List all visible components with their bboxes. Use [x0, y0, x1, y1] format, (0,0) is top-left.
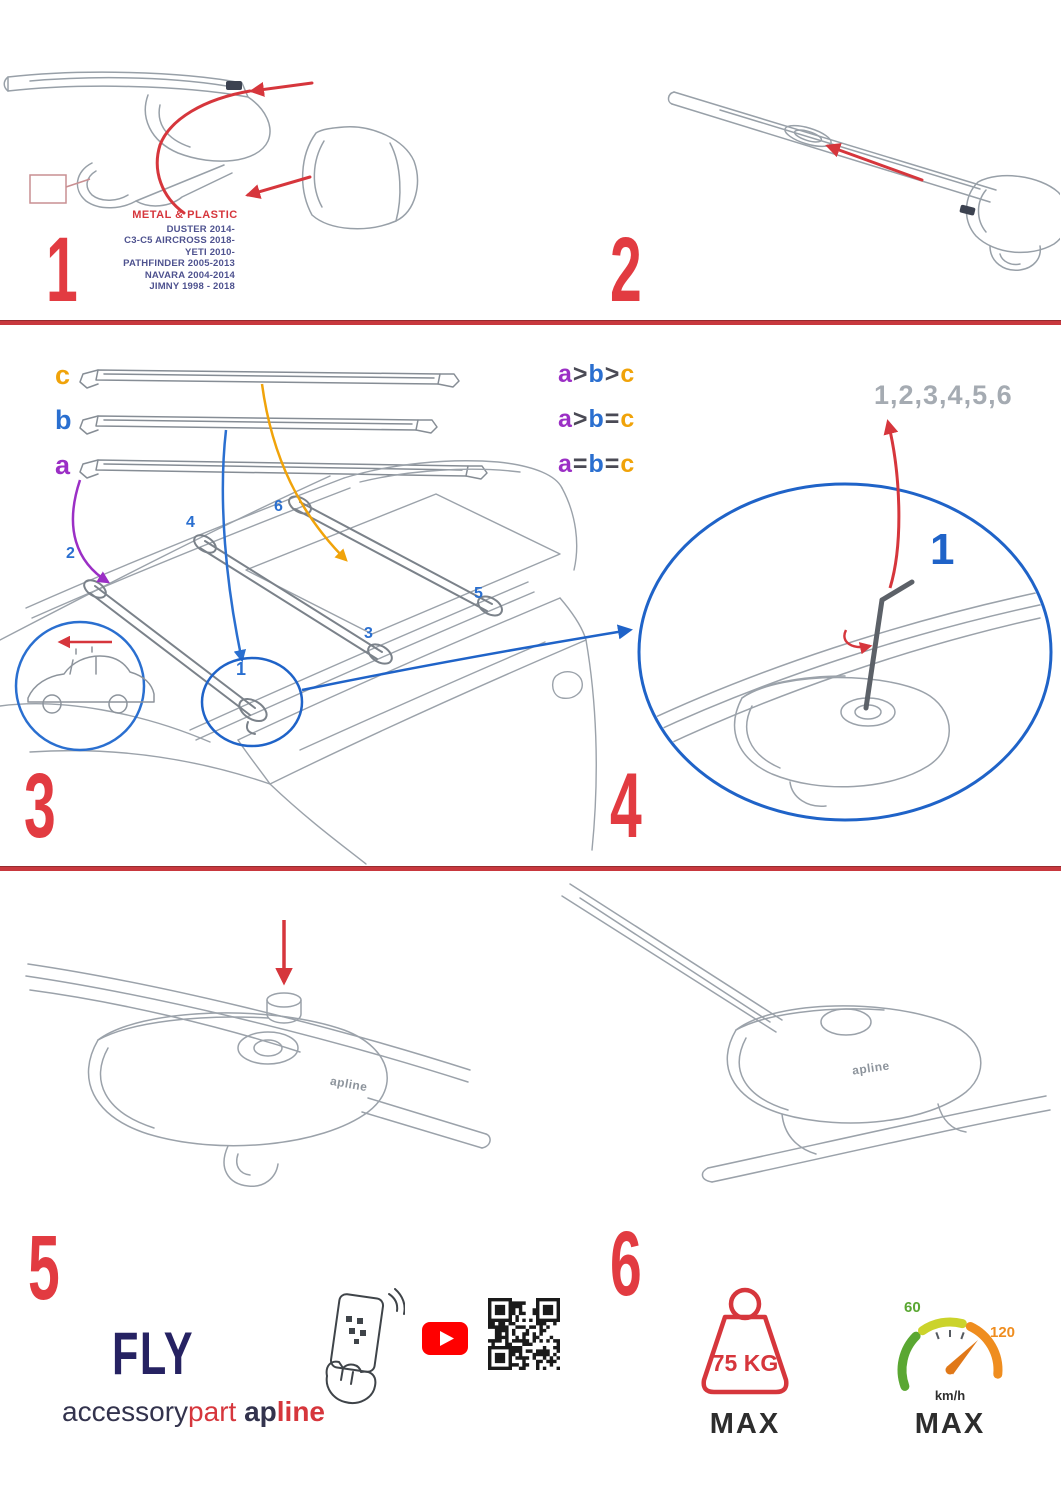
assembled-foot-drawing [561, 883, 1051, 1183]
max-weight-label: MAX [709, 1408, 781, 1440]
youtube-icon [422, 1322, 468, 1355]
detail-connector-arrow [301, 624, 633, 692]
legend-op: > [604, 360, 621, 388]
magnifier-circle [637, 482, 1053, 822]
bars-abc-drawing [79, 369, 488, 480]
foot-1-highlight-circle [200, 656, 304, 748]
step-6-number: 6 [610, 1213, 642, 1315]
compat-model: JIMNY 1998 - 2018 [149, 281, 235, 293]
speedometer-icon [897, 1317, 1003, 1391]
assembly-arrows [155, 81, 314, 215]
rotate-arrow [843, 629, 873, 655]
brand-part: part [188, 1396, 237, 1427]
sequence-arrow [883, 419, 901, 589]
legend-c: c [620, 450, 636, 478]
phone-screen-qr [346, 1316, 366, 1344]
compat-model: C3-C5 AIRCROSS 2018- [124, 235, 235, 247]
mounted-crossbars-drawing [83, 495, 503, 735]
part-callout [29, 174, 91, 204]
legend-op: > [572, 360, 589, 388]
legend-op: = [604, 405, 621, 433]
knob-press-drawing [25, 920, 491, 1187]
foot-position-4: 4 [186, 514, 195, 531]
foot-position-6: 6 [274, 498, 283, 515]
foot-position-5: 5 [474, 585, 483, 602]
foot-position-2: 2 [66, 545, 75, 562]
legend-b: b [588, 450, 605, 478]
section-divider-1 [0, 320, 1061, 325]
step-4-number: 4 [610, 755, 642, 857]
compat-model: DUSTER 2014- [166, 224, 235, 235]
compat-model: YETI 2010- [184, 246, 235, 258]
section-divider-2 [0, 866, 1061, 871]
allen-key-icon [863, 579, 915, 711]
max-speed-label: MAX [914, 1408, 986, 1440]
step-1-number: 1 [46, 219, 78, 321]
speed-low-label: 60 [904, 1299, 921, 1316]
guide-curve-a [71, 479, 111, 584]
compat-model: PATHFINDER 2005-2013 [123, 258, 235, 270]
product-name: FLY [112, 1320, 194, 1387]
brand-accessory: accessory [62, 1396, 189, 1427]
car-inset [14, 620, 155, 752]
legend-c: c [620, 360, 636, 388]
brand-line: line [276, 1396, 325, 1427]
legend-op: > [572, 405, 589, 433]
legend-op: = [604, 450, 621, 478]
foot-position-3: 3 [364, 625, 373, 642]
speed-high-label: 120 [990, 1324, 1016, 1341]
brand-ap: ap [244, 1396, 277, 1427]
brand-mark [226, 81, 242, 90]
max-weight-value: 75 KG [711, 1350, 779, 1376]
adjustment-detail [637, 419, 1053, 822]
speedometer-needle [946, 1340, 978, 1375]
step-5-number: 5 [28, 1217, 60, 1319]
bar-c-drawing [79, 369, 460, 389]
legend-a: a [558, 360, 573, 388]
length-legend-row-1: a>b>c [558, 362, 635, 387]
length-legend-row-2: a>b=c [558, 407, 635, 432]
legend-op: = [572, 450, 589, 478]
max-weight-icon [701, 1287, 789, 1395]
guide-curve-b [221, 429, 246, 663]
brand-wordmark: accessorypart apline [62, 1398, 325, 1426]
speed-unit-label: km/h [934, 1388, 966, 1403]
clamp-exploded-drawing [3, 71, 419, 230]
guide-curve-c [260, 383, 348, 562]
bar-with-foot-drawing [667, 91, 1060, 271]
insert-arrow [825, 143, 924, 182]
step-3-number: 3 [24, 755, 56, 857]
legend-a: a [558, 405, 573, 433]
qr-code [488, 1298, 560, 1370]
bar-label-c: c [55, 360, 71, 390]
bar-label-a: a [55, 450, 71, 480]
legend-b: b [588, 360, 605, 388]
foot-on-rail-drawing [561, 883, 1051, 1183]
compatibility-list: DUSTER 2014- C3-C5 AIRCROSS 2018- YETI 2… [85, 224, 235, 292]
tightening-sequence: 1,2,3,4,5,6 [874, 380, 1013, 410]
legend-b: b [588, 405, 605, 433]
bar-label-b: b [55, 405, 72, 435]
legend-c: c [620, 405, 636, 433]
sequence-step-callout: 1 [930, 525, 955, 574]
roof-bar-end-drawing [3, 71, 419, 230]
foot-with-knob-drawing [25, 963, 491, 1187]
bar-insert-drawing [667, 91, 1060, 271]
car-roof-drawing [0, 460, 597, 865]
length-legend-row-3: a=b=c [558, 452, 635, 477]
bar-b-drawing [79, 415, 438, 435]
roof-mounting-drawing [0, 369, 1053, 865]
compat-model: NAVARA 2004-2014 [144, 269, 235, 281]
scan-phone-icon [325, 1288, 405, 1404]
brand-mark [959, 204, 976, 216]
foot-position-1: 1 [236, 659, 247, 679]
material-label: METAL & PLASTIC [132, 209, 238, 221]
legend-a: a [558, 450, 573, 478]
step-2-number: 2 [610, 219, 642, 321]
